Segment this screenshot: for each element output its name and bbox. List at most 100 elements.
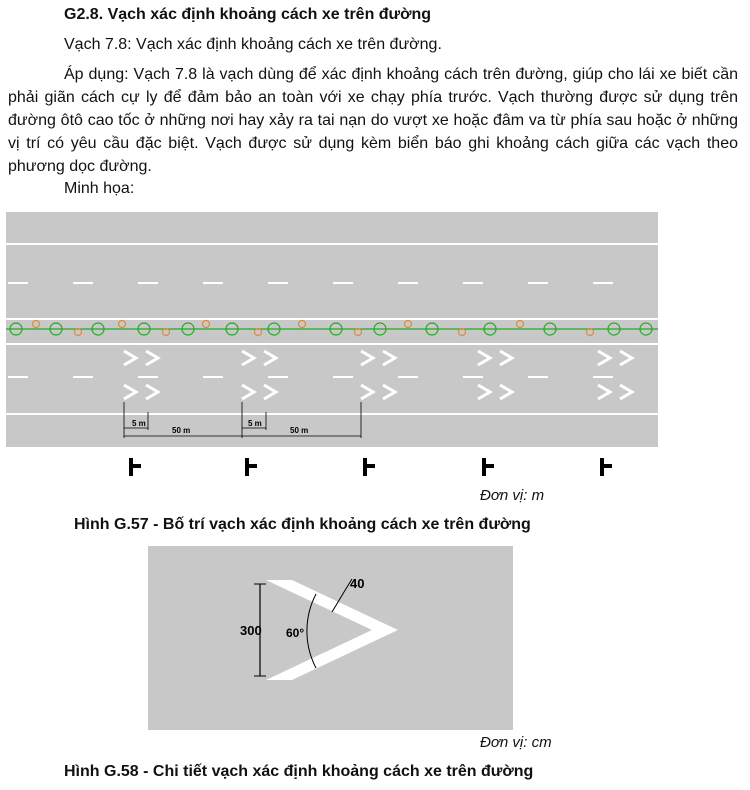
median-shrub-green (225, 322, 239, 336)
median-shrub-green (137, 322, 151, 336)
distance-sign-icon (363, 458, 375, 476)
angle-label: 60° (286, 626, 304, 640)
distance-chevron (241, 383, 257, 401)
median-shrub-green (607, 322, 621, 336)
median-shrub-orange (297, 319, 307, 329)
lane-dash (8, 282, 28, 284)
paragraph-text: Áp dụng: Vạch 7.8 là vạch dùng để xác đị… (8, 66, 738, 175)
figure1-caption: Hình G.57 - Bố trí vạch xác định khoảng … (74, 516, 531, 533)
distance-chevron (145, 349, 161, 367)
lane-dash (593, 376, 613, 378)
edge-line-median-bottom (6, 343, 658, 345)
figure1-unit: Đơn vị: m (480, 487, 545, 504)
median-shrub-orange (73, 327, 83, 337)
median-shrub-orange (403, 319, 413, 329)
lane-dash (333, 282, 353, 284)
median-shrub-orange (515, 319, 525, 329)
distance-chevron (382, 349, 398, 367)
distance-chevron (263, 383, 279, 401)
distance-sign-icon (129, 458, 141, 476)
distance-chevron (382, 383, 398, 401)
distance-sign-icon (482, 458, 494, 476)
distance-chevron (360, 349, 376, 367)
lane-dash (138, 282, 158, 284)
median-shrub-green (483, 322, 497, 336)
median-shrub-orange (457, 327, 467, 337)
distance-sign-icon (600, 458, 612, 476)
chevron-detail-figure: 300 40 60° (148, 546, 513, 730)
lane-dash (268, 282, 288, 284)
edge-line-bottom (6, 413, 658, 415)
median-shrub-orange (161, 327, 171, 337)
lane-dash (203, 282, 223, 284)
width-label: 40 (350, 576, 364, 591)
median-shrub-orange (353, 327, 363, 337)
lane-dash (463, 282, 483, 284)
distance-chevron (499, 349, 515, 367)
figure2-caption: Hình G.58 - Chi tiết vạch xác định khoản… (64, 763, 534, 780)
road-layout-figure: 5 m 50 m 5 m 50 m (6, 212, 658, 447)
median-shrub-green (329, 322, 343, 336)
distance-signs-row (0, 452, 750, 482)
lane-dash (593, 282, 613, 284)
median-shrub-green (91, 322, 105, 336)
dim-label-50m-1: 50 m (172, 426, 190, 435)
median-shrub-green (9, 322, 23, 336)
distance-chevron (597, 349, 613, 367)
lane-dash (463, 376, 483, 378)
distance-chevron (145, 383, 161, 401)
chevron-shape (266, 580, 398, 680)
lane-dash (528, 282, 548, 284)
median-shrub-orange (31, 319, 41, 329)
distance-chevron (597, 383, 613, 401)
distance-chevron (123, 349, 139, 367)
median-shrub-orange (117, 319, 127, 329)
median-shrub-orange (585, 327, 595, 337)
lane-dash (138, 376, 158, 378)
lane-dash (528, 376, 548, 378)
lane-dash (398, 376, 418, 378)
application-paragraph: Áp dụng: Vạch 7.8 là vạch dùng để xác đị… (8, 63, 738, 178)
distance-chevron (263, 349, 279, 367)
distance-chevron (477, 383, 493, 401)
lane-dash (333, 376, 353, 378)
height-label: 300 (240, 623, 262, 638)
figure2-unit: Đơn vị: cm (480, 734, 552, 751)
section-heading: G2.8. Vạch xác định khoảng cách xe trên … (64, 6, 432, 23)
distance-signs-svg (129, 458, 612, 476)
edge-line-median-top (6, 318, 658, 320)
width-dim-leader (343, 578, 353, 593)
distance-chevron (477, 349, 493, 367)
median-shrub-orange (201, 319, 211, 329)
edge-line-top (6, 243, 658, 245)
angle-arc (306, 593, 317, 669)
median-shrub-green (267, 322, 281, 336)
marking-subtitle: Vạch 7.8: Vạch xác định khoảng cách xe t… (64, 36, 442, 53)
lane-dash (268, 376, 288, 378)
dim-label-50m-2: 50 m (290, 426, 308, 435)
distance-sign-icon (245, 458, 257, 476)
width-dimension-line (331, 591, 345, 613)
lane-dash (398, 282, 418, 284)
distance-chevron (241, 349, 257, 367)
dim-label-5m-1: 5 m (132, 419, 146, 428)
distance-chevron (123, 383, 139, 401)
median-shrub-green (425, 322, 439, 336)
road-layout-svg: 5 m 50 m 5 m 50 m (6, 243, 658, 438)
lane-dash (203, 376, 223, 378)
distance-chevron (619, 349, 635, 367)
distance-chevron (619, 383, 635, 401)
lane-dash (73, 376, 93, 378)
median-shrub-green (373, 322, 387, 336)
median-shrub-green (181, 322, 195, 336)
lane-dash (8, 376, 28, 378)
chevron-detail-svg: 300 40 60° (240, 576, 398, 680)
distance-chevron (499, 383, 515, 401)
distance-chevron (360, 383, 376, 401)
illustration-label: Minh họa: (64, 180, 135, 197)
median-shrub-green (543, 322, 557, 336)
lane-dash (73, 282, 93, 284)
median-shrub-orange (253, 327, 263, 337)
median-shrub-green (49, 322, 63, 336)
median-shrub-green (639, 322, 653, 336)
